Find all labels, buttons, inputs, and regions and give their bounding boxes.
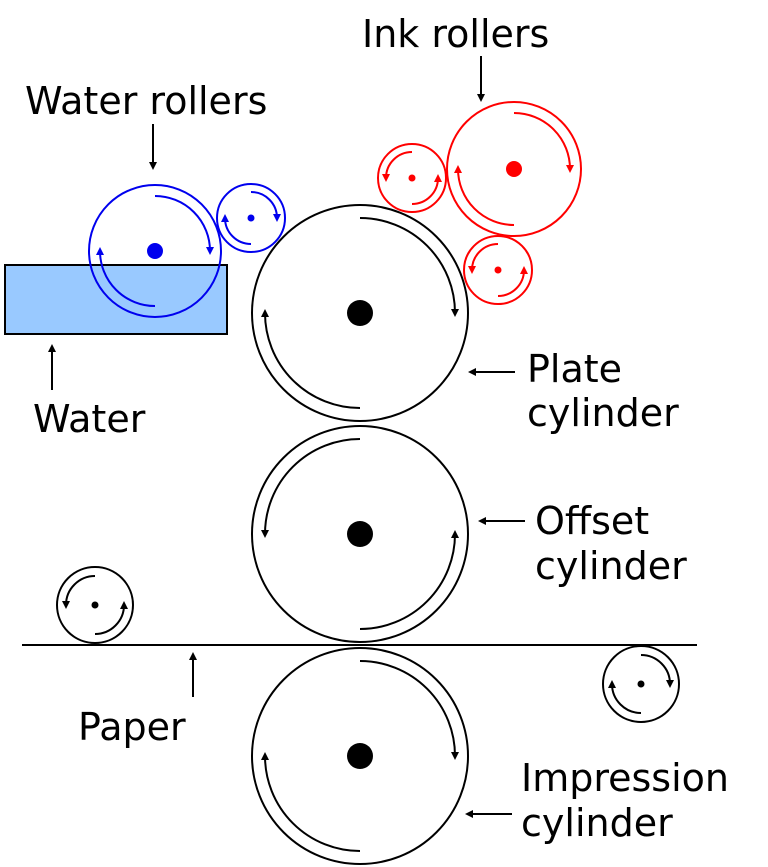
paper-roller-left	[56, 566, 134, 644]
ink-roller-small-left	[377, 143, 447, 213]
water-roller-large	[88, 184, 222, 318]
water-rollers-label: Water rollers	[25, 79, 267, 123]
offset-cylinder	[251, 425, 469, 643]
impression-cylinder-label-line2: cylinder	[521, 801, 673, 845]
paper-label: Paper	[78, 705, 186, 749]
plate-cylinder	[251, 204, 469, 422]
water-label: Water	[33, 397, 146, 441]
plate-cylinder-label-line1: Plate	[527, 347, 622, 391]
impression-cylinder-label-line1: Impression	[521, 756, 729, 800]
water-tray	[4, 264, 228, 335]
offset-cylinder-label-line1: Offset	[535, 499, 649, 543]
paper-roller-right	[602, 645, 680, 723]
impression-cylinder	[251, 647, 469, 865]
water-roller-small	[216, 183, 286, 253]
offset-cylinder-label-line2: cylinder	[535, 544, 687, 588]
ink-roller-small-bottom	[463, 235, 533, 305]
plate-cylinder-label-line2: cylinder	[527, 391, 679, 435]
ink-rollers-label: Ink rollers	[362, 12, 549, 56]
ink-roller-large	[446, 101, 582, 237]
